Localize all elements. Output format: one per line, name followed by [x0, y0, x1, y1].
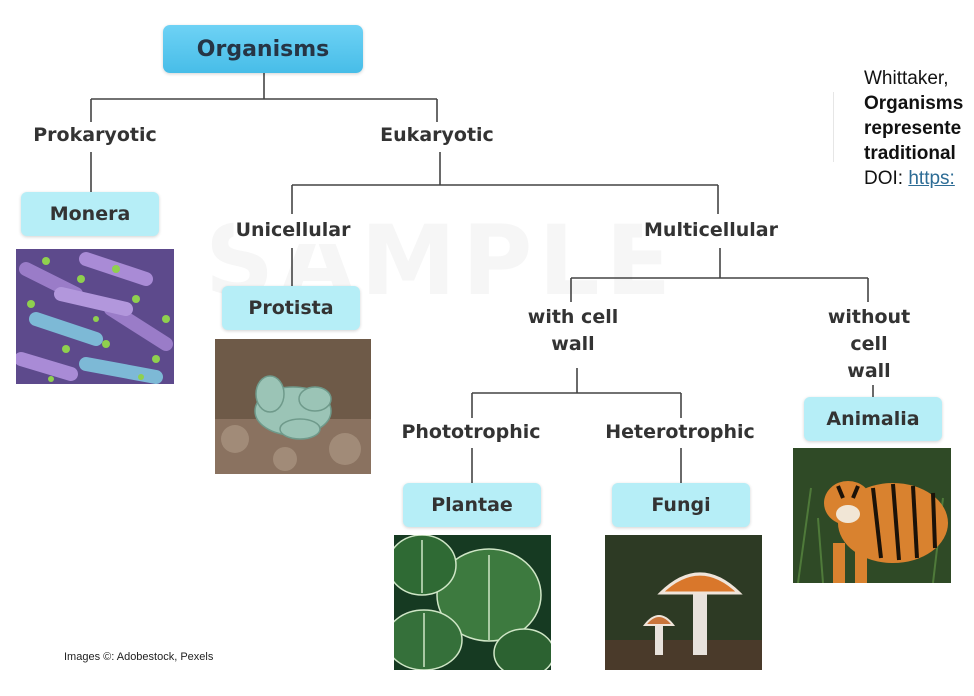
citation-title-3: traditional	[864, 143, 956, 164]
protista-label: Protista	[248, 297, 334, 319]
prokaryotic-label: Prokaryotic	[31, 122, 159, 149]
citation-title-2: represente	[864, 118, 962, 139]
doi-label: DOI:	[864, 168, 904, 189]
root-label: Organisms	[196, 36, 330, 62]
leaves-image	[394, 535, 551, 670]
fungi-node: Fungi	[612, 483, 750, 527]
with-cell-wall-label: with cell wall	[525, 304, 621, 358]
plantae-label: Plantae	[431, 494, 513, 516]
citation-title-1: Organisms	[864, 93, 964, 114]
doi-link[interactable]: https:	[908, 168, 955, 189]
citation-author: Whittaker,	[864, 68, 949, 89]
monera-label: Monera	[49, 203, 131, 225]
eukaryotic-label: Eukaryotic	[378, 122, 496, 149]
mushroom-image	[605, 535, 762, 670]
unicellular-label: Unicellular	[233, 217, 353, 244]
animalia-node: Animalia	[804, 397, 942, 441]
citation-divider	[833, 92, 834, 162]
heterotrophic-label: Heterotrophic	[603, 419, 757, 446]
fungi-label: Fungi	[651, 494, 711, 516]
image-credit: Images ©: Adobestock, Pexels	[64, 651, 214, 663]
plantae-node: Plantae	[403, 483, 541, 527]
protist-image	[215, 339, 371, 474]
protista-node: Protista	[222, 286, 360, 330]
without-cell-wall-label: without cell wall	[816, 304, 922, 385]
organisms-root-node: Organisms	[163, 25, 363, 73]
citation-block: Whittaker, Organisms represente traditio…	[864, 66, 963, 191]
tiger-image	[793, 448, 951, 583]
monera-node: Monera	[21, 192, 159, 236]
phototrophic-label: Phototrophic	[399, 419, 543, 446]
multicellular-label: Multicellular	[642, 217, 780, 244]
animalia-label: Animalia	[826, 408, 920, 430]
bacteria-image	[16, 249, 174, 384]
